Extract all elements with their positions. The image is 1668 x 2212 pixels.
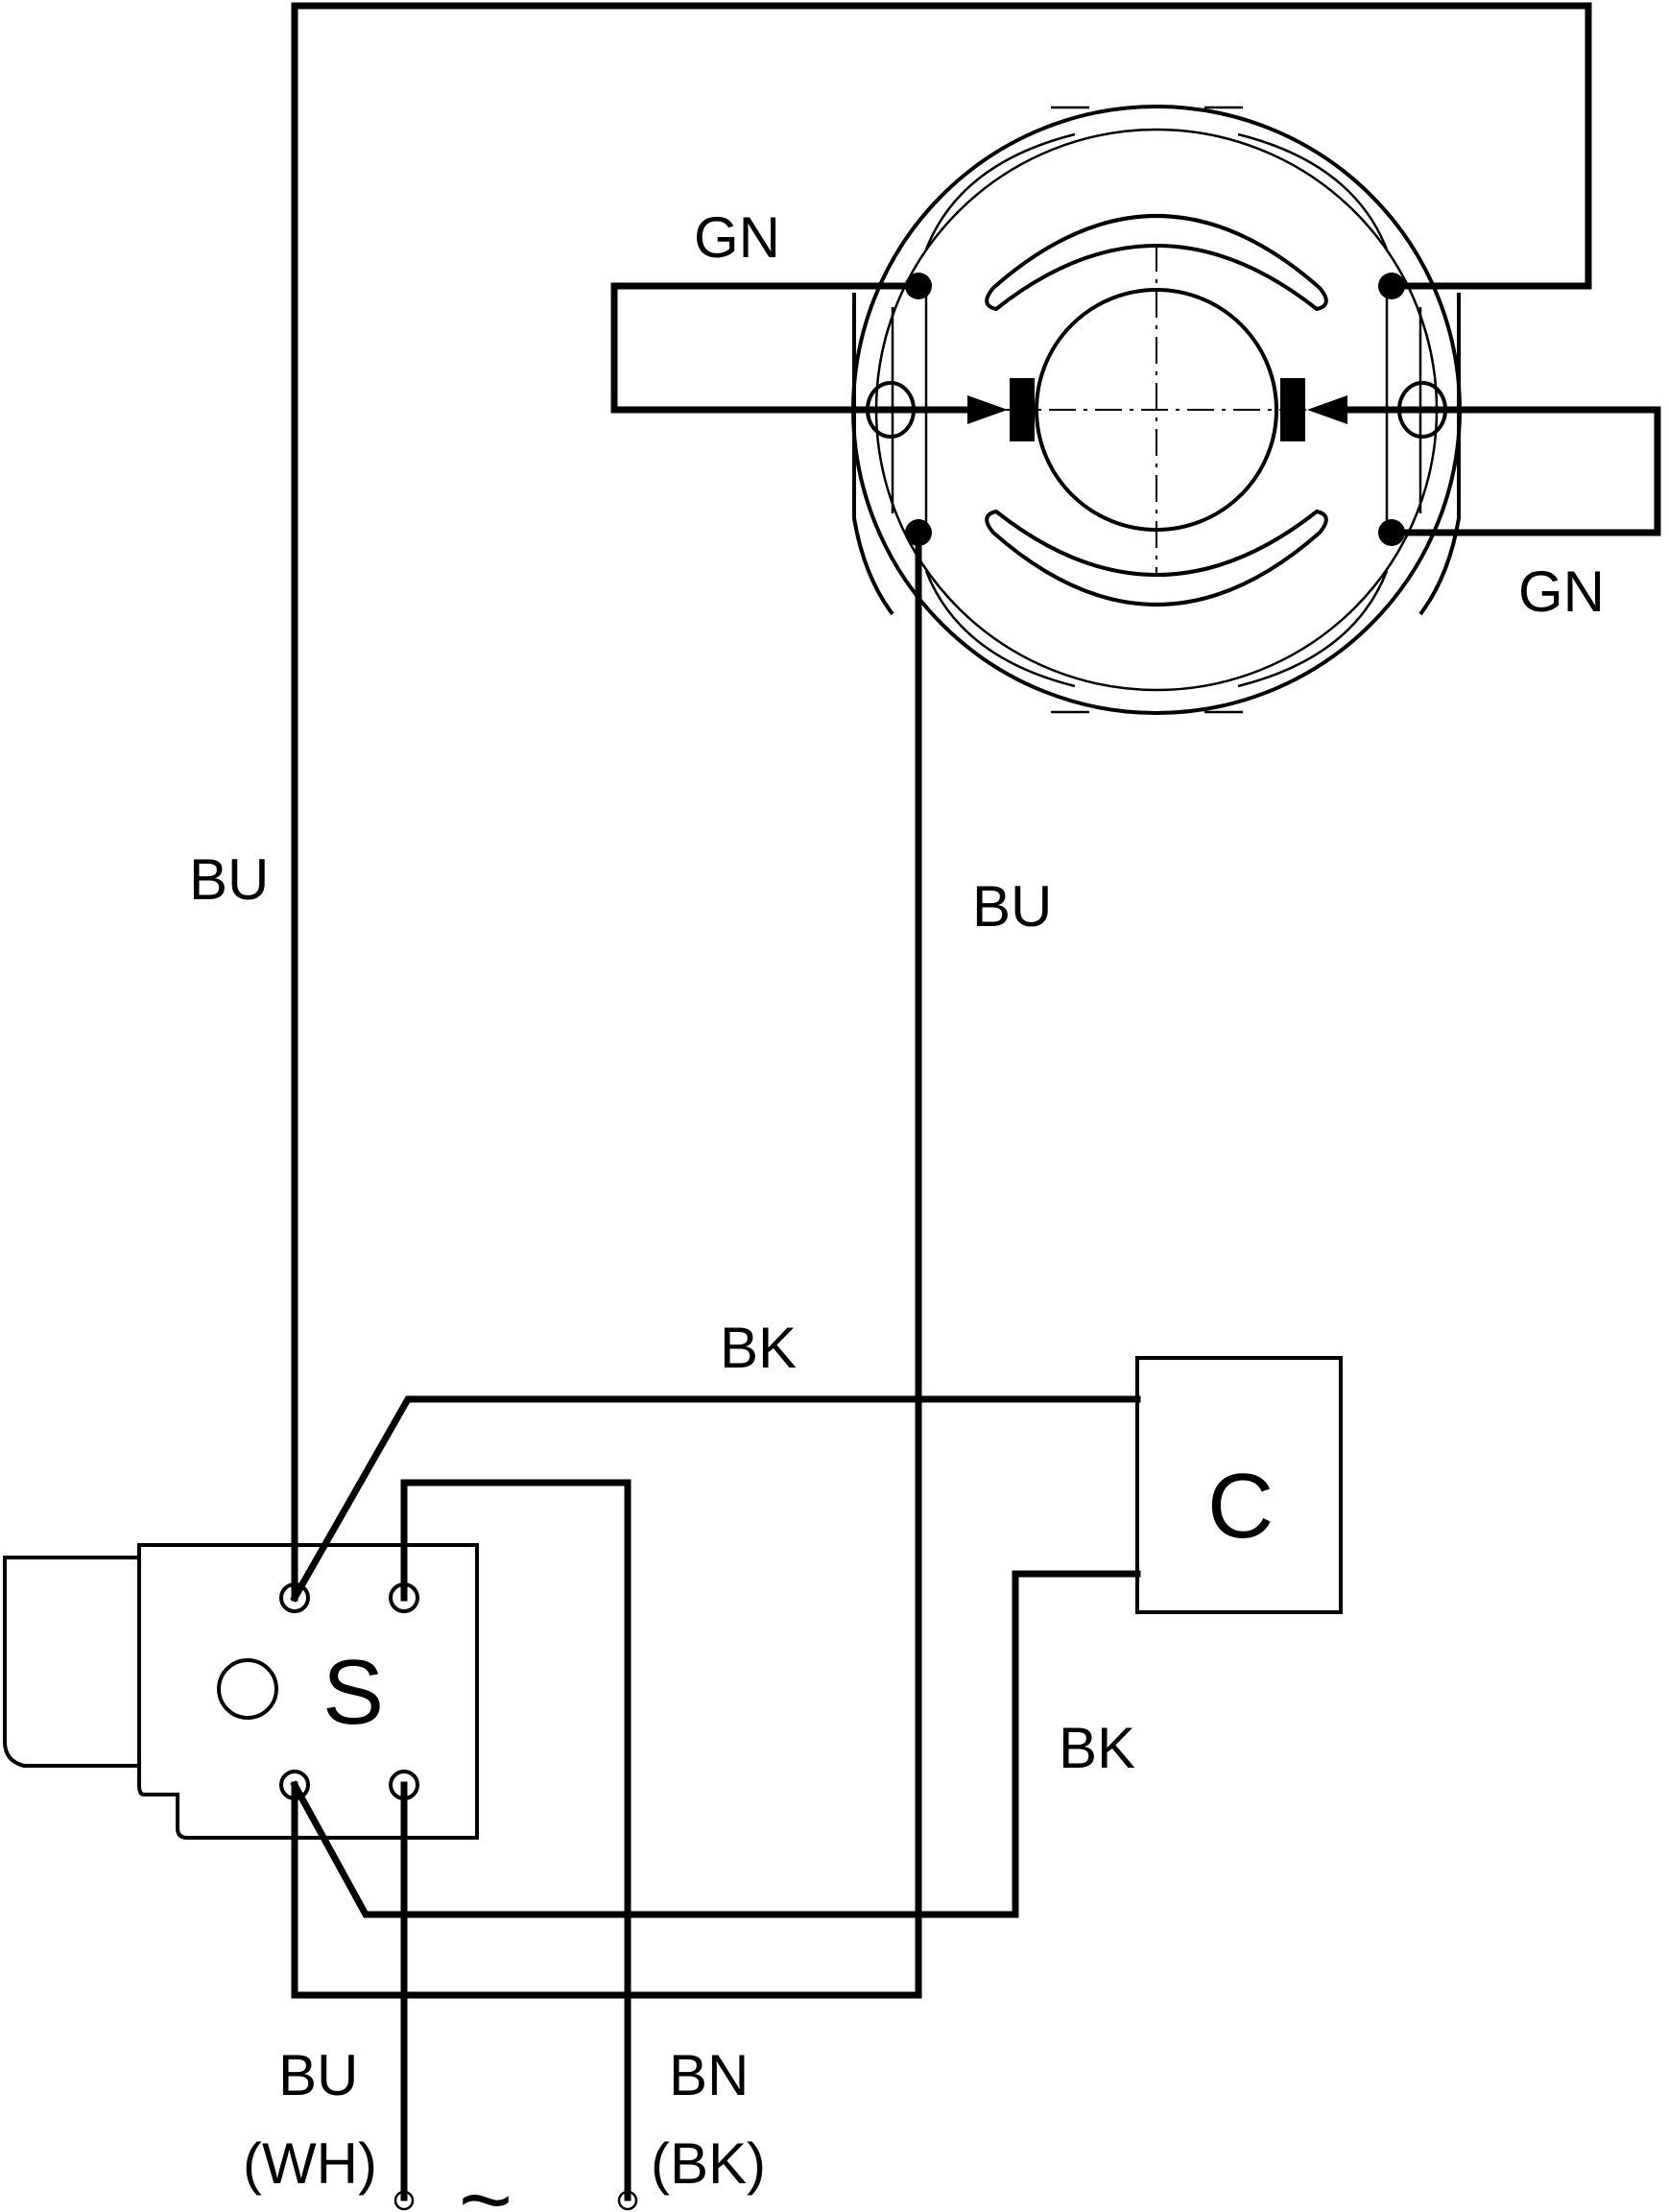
switch-pin-top-left [279,1582,310,1613]
switch-pin-top-right [389,1582,419,1613]
switch-plug [3,1556,139,1768]
label-supply-right-color: BN [669,2043,749,2107]
pole-shoe-lower [924,570,1389,688]
pole-shoe-upper [924,132,1389,250]
label-switch: S [322,1641,384,1744]
switch-knob [217,1658,278,1720]
capacitor-body [1135,1356,1343,1614]
capacitor [1135,1356,1343,1614]
label-bk-right: BK [1059,1716,1135,1780]
label-supply-right-alt: (BK) [651,2131,766,2196]
label-supply-left-alt: (WH) [243,2131,377,2196]
motor-left-side-frame [852,293,894,616]
wire-bn-supply [400,1479,631,2201]
label-bu-middle: BU [972,874,1052,939]
motor-right-side-frame [1418,293,1461,616]
wire-bu-left [291,2,1592,1602]
label-gn-top: GN [694,205,780,270]
wire-gn-left [610,282,973,414]
wire-bk-top [290,1395,1141,1603]
supply-terminal-left [393,2190,415,2211]
arrow-left-brush [967,395,1008,424]
switch-pin-bottom-left [279,1770,310,1800]
brush-right [1280,378,1305,441]
labels: GN GN BU BU BK BK C S BU (WH) BN (BK) ~ [189,205,1605,2212]
wire-bu-middle [291,529,922,1999]
wires [290,2,1661,2201]
field-winding-upper [985,214,1328,312]
motor [851,105,1462,715]
supply-terminal-right [617,2190,638,2211]
field-winding-lower [985,509,1328,607]
brush-left [1010,378,1035,441]
arrow-right-brush [1307,395,1347,424]
label-gn-right: GN [1518,559,1605,624]
switch [3,1543,479,1840]
label-bk-top: BK [720,1316,797,1380]
wire-gn-right [1340,406,1661,536]
switch-pin-bottom-right [389,1770,419,1800]
supply-terminals [393,2190,638,2211]
label-capacitor: C [1207,1455,1274,1558]
label-ac-symbol: ~ [459,2149,512,2212]
wire-bk-right [290,1570,1141,1918]
label-supply-left-color: BU [278,2043,358,2107]
label-bu-left: BU [189,847,269,912]
switch-body [137,1543,479,1840]
